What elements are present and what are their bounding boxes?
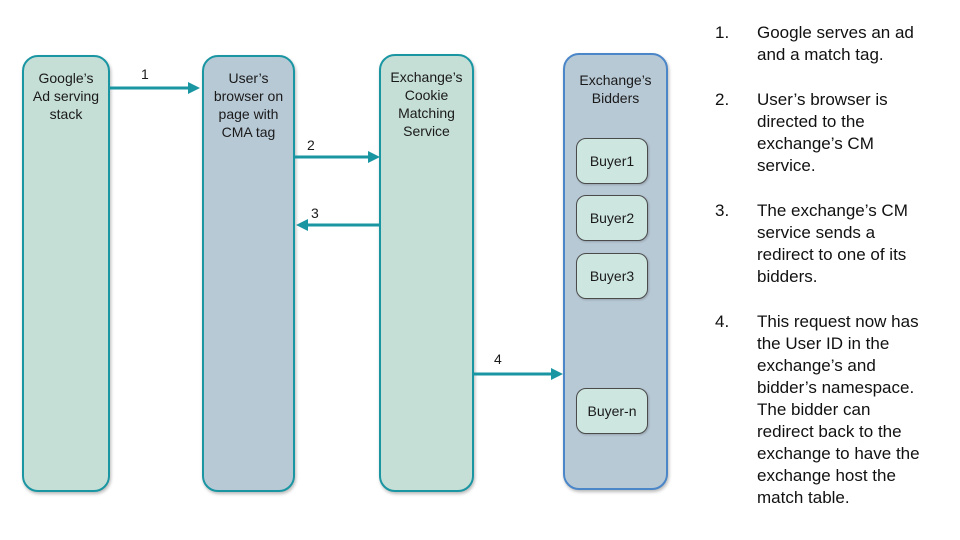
lane-exchange-bidders: Exchange’s Bidders Buyer1 Buyer2 Buyer3 …	[563, 53, 668, 490]
arrow-3-label: 3	[311, 205, 319, 221]
step-number: 3.	[715, 201, 730, 220]
step-text: The exchange’s CM service sends a redire…	[757, 201, 908, 286]
lane-users-browser: User’s browser on page with CMA tag	[202, 55, 295, 492]
lane-google-label: Google’s Ad serving stack	[32, 70, 100, 122]
lane-browser-label: User’s browser on page with CMA tag	[213, 70, 284, 140]
arrow-2-browser-to-cm	[295, 151, 380, 163]
buyer-box-n: Buyer-n	[576, 388, 648, 434]
step-text: User’s browser is directed to the exchan…	[757, 90, 888, 175]
arrow-3-cm-to-browser	[296, 219, 380, 231]
step-item-2: 2. User’s browser is directed to the exc…	[715, 89, 947, 177]
arrow-4-cm-to-bidders	[474, 368, 563, 380]
arrow-head-icon	[296, 219, 308, 231]
buyer-box-3: Buyer3	[576, 253, 648, 299]
step-item-4: 4. This request now has the User ID in t…	[715, 311, 947, 509]
step-number: 4.	[715, 312, 730, 331]
lane-google-ad-serving-stack: Google’s Ad serving stack	[22, 55, 110, 492]
arrow-4-label: 4	[494, 351, 502, 367]
arrow-1-google-to-browser	[110, 82, 200, 94]
arrow-head-icon	[188, 82, 200, 94]
arrow-head-icon	[368, 151, 380, 163]
arrow-shaft	[307, 223, 380, 227]
step-item-1: 1. Google serves an ad and a match tag.	[715, 22, 947, 66]
steps-list: 1. Google serves an ad and a match tag. …	[715, 22, 947, 532]
lane-cm-label: Exchange’s Cookie Matching Service	[390, 69, 463, 139]
arrow-shaft	[474, 372, 552, 376]
step-text: Google serves an ad and a match tag.	[757, 23, 914, 64]
arrow-2-label: 2	[307, 137, 315, 153]
step-number: 2.	[715, 90, 730, 109]
buyer-box-2: Buyer2	[576, 195, 648, 241]
arrow-shaft	[110, 86, 189, 90]
step-number: 1.	[715, 23, 730, 42]
buyer-box-1: Buyer1	[576, 138, 648, 184]
step-text: This request now has the User ID in the …	[757, 312, 920, 507]
step-item-3: 3. The exchange’s CM service sends a red…	[715, 200, 947, 288]
lane-bidders-label: Exchange’s Bidders	[579, 72, 652, 106]
lane-cookie-matching-service: Exchange’s Cookie Matching Service	[379, 54, 474, 492]
arrow-head-icon	[551, 368, 563, 380]
arrow-shaft	[295, 155, 369, 159]
arrow-1-label: 1	[141, 66, 149, 82]
